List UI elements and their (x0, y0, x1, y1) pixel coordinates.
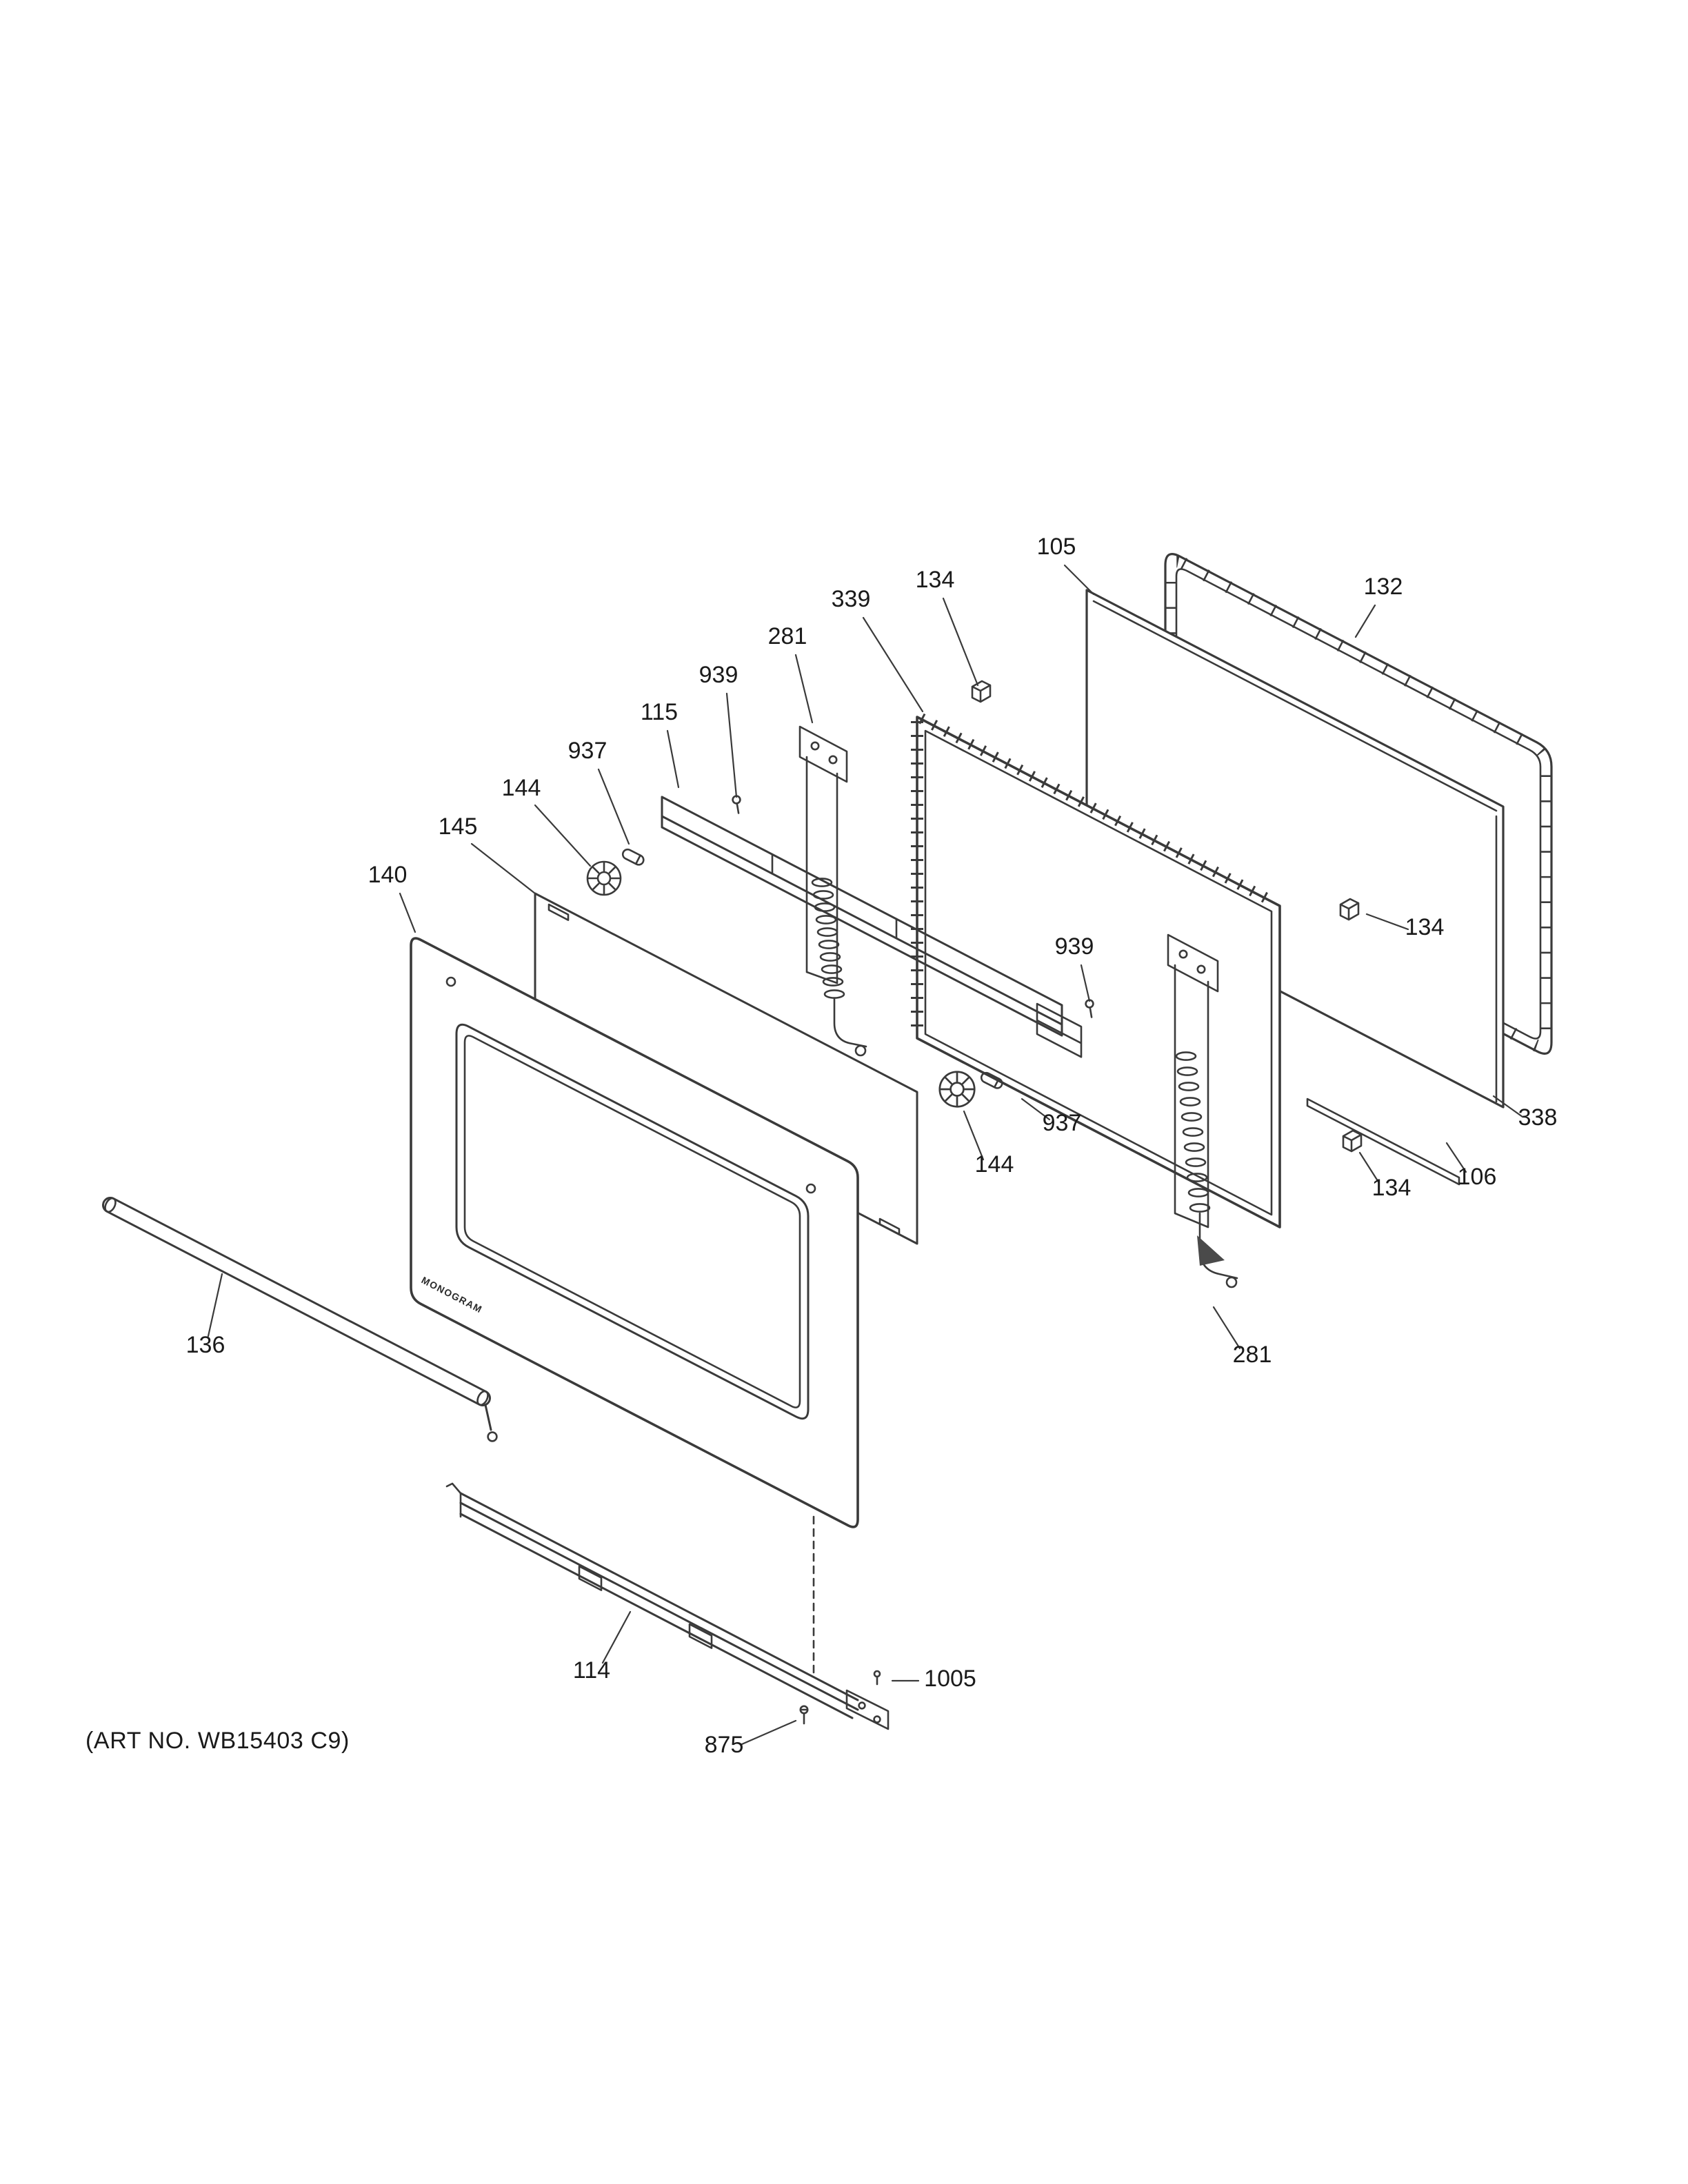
part-label-937-right: 937 (1043, 1110, 1082, 1136)
part-label-144-right: 144 (975, 1151, 1014, 1177)
part-label-281-right: 281 (1233, 1342, 1272, 1368)
clip-134-right-lower (1342, 1129, 1363, 1153)
screw-875 (799, 1705, 809, 1725)
frame-132 (1164, 553, 1553, 1055)
part-label-939-left: 939 (699, 662, 738, 688)
knob-144-left (586, 860, 622, 896)
knob-144-right (938, 1071, 976, 1108)
trim-106 (1306, 1098, 1460, 1186)
part-label-1005: 1005 (924, 1666, 976, 1692)
part-label-338: 338 (1518, 1104, 1558, 1131)
bottom-trim-114 (445, 1482, 890, 1730)
part-label-140: 140 (368, 862, 408, 888)
door-panel-140 (410, 937, 859, 1528)
part-label-144-left: 144 (502, 775, 541, 801)
clip-134-top (971, 680, 992, 703)
part-label-875: 875 (705, 1732, 744, 1758)
hinge-281-left (798, 725, 867, 1057)
part-label-134-top: 134 (916, 567, 955, 593)
part-label-937-left: 937 (568, 738, 607, 764)
screw-1005 (873, 1670, 881, 1686)
shield-145 (534, 892, 918, 1245)
hinge-281-right (1167, 933, 1238, 1288)
part-label-134-right-lower: 134 (1372, 1175, 1411, 1201)
part-label-339: 339 (832, 586, 871, 612)
part-label-132: 132 (1364, 574, 1403, 600)
handle-136 (102, 1197, 498, 1442)
part-label-106: 106 (1458, 1164, 1497, 1190)
part-label-105: 105 (1037, 534, 1076, 560)
part-label-114: 114 (573, 1657, 610, 1684)
outer-glass-105 (1085, 589, 1505, 1109)
art-number: (ART NO. WB15403 C9) (86, 1728, 350, 1754)
part-label-281-left: 281 (768, 623, 807, 649)
part-label-115: 115 (641, 699, 678, 725)
stud-937-left (620, 847, 646, 868)
part-label-136: 136 (186, 1332, 225, 1358)
screw-939-left (728, 794, 744, 814)
part-label-134-right-upper: 134 (1405, 914, 1445, 940)
leader-lines (207, 564, 1524, 1746)
channel-115 (661, 796, 1083, 1058)
part-label-145: 145 (439, 813, 478, 840)
part-label-939-right: 939 (1055, 933, 1094, 960)
